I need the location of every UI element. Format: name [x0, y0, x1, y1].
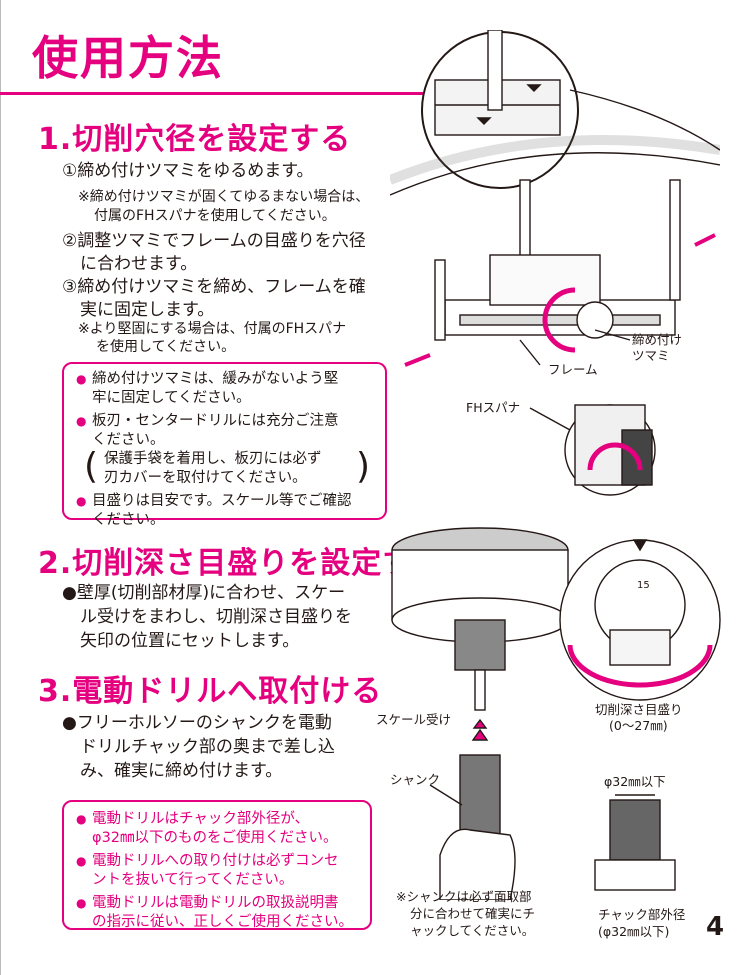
diameter-label: φ32㎜以下 [604, 774, 666, 789]
step2-line1: ②調整ツマミでフレームの目盛りを穴径 [62, 231, 366, 251]
shank-note: ※シャンクは必ず面取部 分に合わせて確実にチ ャックしてください。 [396, 889, 536, 938]
page-edge [0, 0, 1, 975]
page-title: 使用方法 [32, 31, 224, 85]
hole-saw-frame-illustration [390, 30, 720, 496]
section2-body-line3: 矢印の位置にセットします。 [80, 631, 300, 651]
scale-holder-label: スケール受け [376, 712, 452, 727]
section3-heading: 3.電動ドリルへ取付ける [38, 674, 383, 709]
depth-scale-illustration: 15 [391, 527, 721, 729]
step3-line2: 実に固定します。 [80, 300, 215, 320]
frame-label: フレーム [548, 362, 598, 377]
section1-heading: 1.切削穴径を設定する [38, 122, 352, 157]
step2-line2: に合わせます。 [80, 254, 198, 274]
scale-value-15: 15 [637, 580, 650, 591]
caution2-item2: 電動ドリルへの取り付けは必ずコンセ ントを抜いて行ってください。 [76, 852, 360, 890]
page-number: 4 [706, 912, 725, 942]
section2-body-line2: ル受けをまわし、切削深さ目盛りを [80, 607, 352, 627]
caution-box-2: 電動ドリルはチャック部外径が、 φ32㎜以下のものをご使用ください。 電動ドリル… [62, 800, 372, 930]
spanner-label: FHスパナ [466, 400, 521, 415]
section3-body-line1: ●フリーホルソーのシャンクを電動 [62, 713, 332, 733]
note1-line2: 付属のFHスパナを使用してください。 [94, 208, 336, 224]
section3-body-line3: み、確実に締め付けます。 [80, 761, 283, 781]
note2-line1: ※より堅固にする場合は、付属のFHスパナ [78, 321, 347, 337]
step3-line1: ③締め付けツマミを締め、フレームを確 [62, 277, 366, 297]
section3-body-line2: ドリルチャック部の奥まで差し込 [80, 737, 335, 757]
step1: ①締め付けツマミをゆるめます。 [62, 161, 314, 181]
knob-label: 締め付け ツマミ [632, 332, 683, 363]
note1-line1: ※締め付けツマミが固くてゆるまない場合は、 [78, 189, 370, 205]
caution-box-1: 締め付けツマミは、緩みがないよう堅 牢に固定してください。 板刃・センタードリル… [62, 362, 387, 528]
drill-chuck-illustration [429, 728, 676, 900]
chuck-label: チャック部外径 (φ32㎜以下) [598, 907, 686, 939]
caution1-item3: 目盛りは目安です。スケール等でご確認 ください。 [76, 492, 375, 530]
caution2-item3: 電動ドリルは電動ドリルの取扱説明書 の指示に従い、正しくご使用ください。 [76, 894, 360, 932]
note2-line2: を使用してください。 [96, 339, 236, 355]
section2-body-line1: ●壁厚(切削部材厚)に合わせ、スケー [62, 583, 346, 603]
title-rule [0, 92, 440, 95]
caution1-item2: 板刃・センタードリルには充分ご注意 ください。 [76, 412, 375, 450]
caution2-item1: 電動ドリルはチャック部外径が、 φ32㎜以下のものをご使用ください。 [76, 810, 360, 848]
depth-scale-label: 切削深さ目盛り (0～27㎜) [595, 702, 683, 733]
section2-heading: 2.切削深さ目盛りを設定する [38, 546, 445, 581]
caution1-paren-note: 保護手袋を着用し、板刃には必ず 刃カバーを取付けてください。 [84, 447, 370, 488]
caution1-item1: 締め付けツマミは、緩みがないよう堅 牢に固定してください。 [76, 370, 375, 408]
shank-label: シャンク [390, 772, 441, 787]
